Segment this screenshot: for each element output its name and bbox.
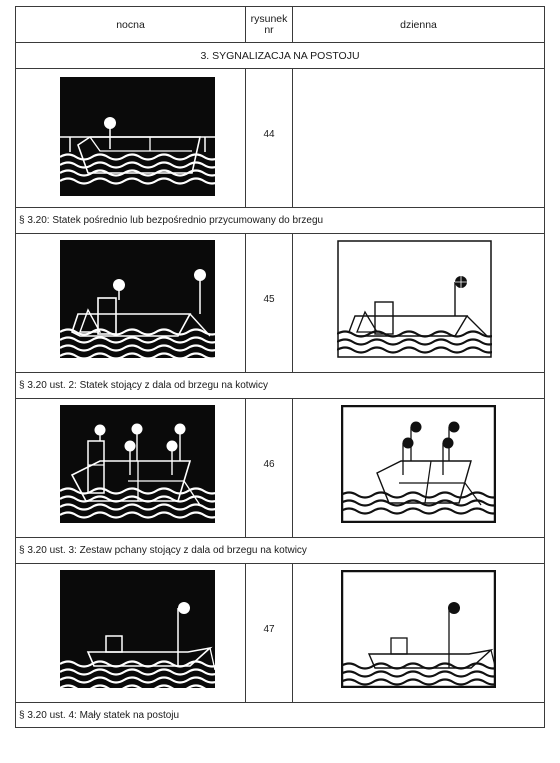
night-cell (16, 69, 246, 207)
caption-45: § 3.20 ust. 2: Statek stojący z dala od … (15, 372, 545, 398)
section-title: 3. SYGNALIZACJA NA POSTOJU (15, 42, 545, 68)
figure-number: 44 (263, 129, 275, 140)
day-cell-empty (293, 69, 544, 207)
day-cell (293, 399, 544, 537)
night-cell (16, 564, 246, 702)
figure-row-44: 44 (15, 68, 545, 207)
table-header: nocna rysunek nr dzienna (15, 6, 545, 42)
caption-44: § 3.20: Statek pośrednio lub bezpośredni… (15, 207, 545, 233)
figure-row-45: 45 (15, 233, 545, 372)
header-figure-line1: rysunek (250, 12, 288, 25)
header-figure-number: rysunek nr (246, 7, 293, 42)
caption-46: § 3.20 ust. 3: Zestaw pchany stojący z d… (15, 537, 545, 563)
anchored-vessel-day-icon (337, 240, 492, 358)
day-cell (293, 564, 544, 702)
figure-number: 47 (263, 624, 275, 635)
caption-47: § 3.20 ust. 4: Mały statek na postoju (15, 702, 545, 728)
header-day: dzienna (400, 18, 437, 31)
header-night: nocna (16, 7, 246, 42)
small-vessel-day-icon (341, 570, 496, 688)
signal-table: nocna rysunek nr dzienna 3. SYGNALIZACJA… (15, 6, 545, 728)
figure-number: 45 (263, 294, 275, 305)
night-cell (16, 234, 246, 372)
small-vessel-night-icon (60, 570, 215, 688)
figure-row-47: 47 (15, 563, 545, 702)
pushed-convoy-day-icon (341, 405, 496, 523)
day-cell (293, 234, 544, 372)
anchored-vessel-night-icon (60, 240, 215, 358)
moored-vessel-night-icon (60, 77, 215, 196)
figure-row-46: 46 (15, 398, 545, 537)
header-figure-line2: nr (264, 23, 274, 36)
night-cell (16, 399, 246, 537)
figure-number: 46 (263, 459, 275, 470)
pushed-convoy-night-icon (60, 405, 215, 523)
